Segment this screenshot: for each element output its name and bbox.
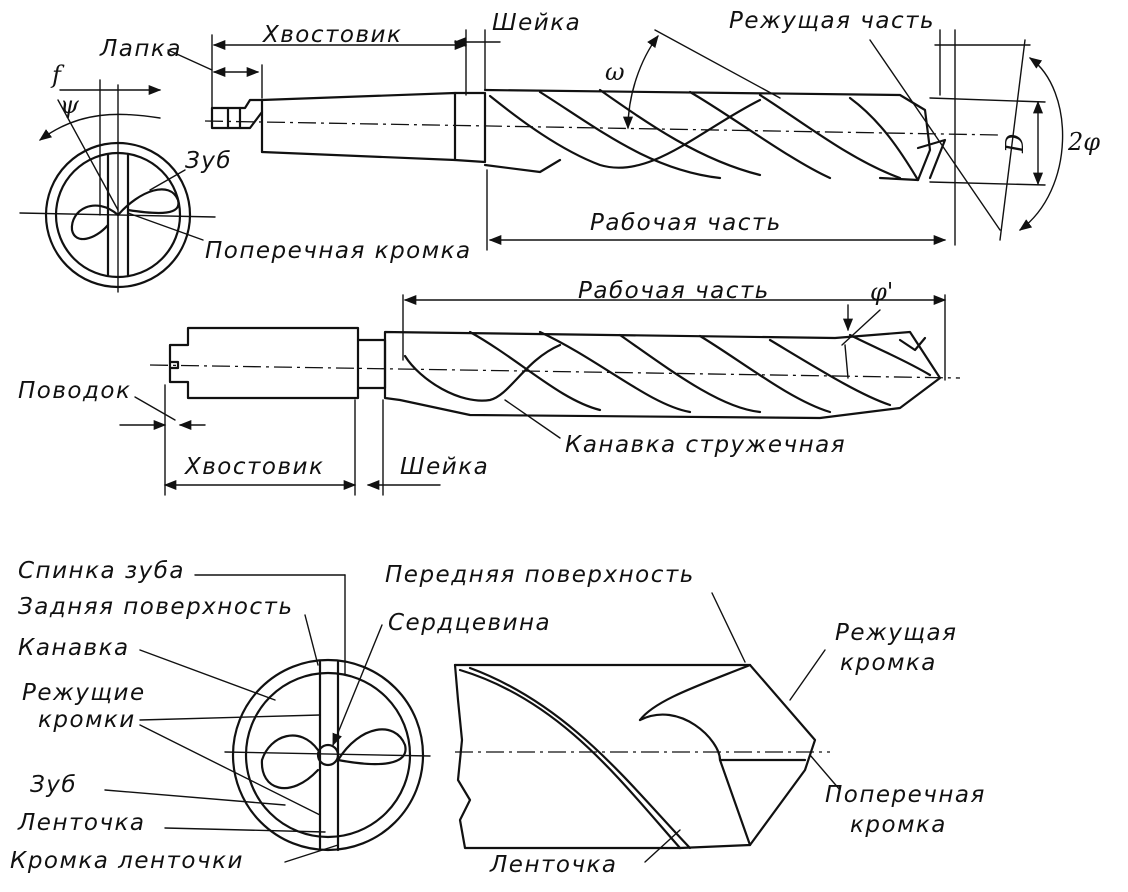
label-zub-top: Зуб [185,148,232,174]
label-poperechnaya-kromka-b2: кромка [850,812,947,838]
label-rabochaya-chast-top: Рабочая часть [590,210,782,236]
label-kanavka-struzhechnaya: Канавка стружечная [565,432,846,458]
label-spinka-zuba: Спинка зуба [18,558,185,584]
labels: Лапка Хвостовик Шейка Режущая часть ω f … [10,8,1100,878]
label-khvostovik-top: Хвостовик [262,22,402,48]
label-poperechnaya-kromka-b1: Поперечная [825,782,986,808]
straight-shank-drill [119,294,961,496]
label-sheika-mid: Шейка [400,454,489,480]
bottom-cross-section [104,574,431,863]
label-rezhushchie-1: Режущие [22,680,146,706]
label-lentochka-bottom: Ленточка [489,852,618,878]
label-serdtsevina: Сердцевина [388,610,551,636]
label-khvostovik-mid: Хвостовик [184,454,324,480]
label-omega: ω [605,58,625,86]
label-povodok: Поводок [18,378,131,404]
label-zub-bottom: Зуб [30,772,77,798]
label-d: D [1001,134,1029,154]
label-lentochka-left: Ленточка [17,810,146,836]
label-kromka-lentochki: Кромка ленточки [10,848,244,874]
label-sheika-top: Шейка [492,10,581,36]
drill-tip-detail [453,592,841,863]
label-kanavka: Канавка [18,635,130,661]
label-f: f [50,61,65,89]
label-poperechnaya-kromka-top: Поперечная кромка [205,238,472,264]
label-2phi: 2φ [1067,128,1100,156]
top-cross-section [19,84,216,293]
label-rezhushchie-2: кромки [38,707,136,733]
label-rezhushchaya-kromka-2: кромка [840,650,937,676]
taper-shank-drill [19,29,1064,293]
label-lapka: Лапка [99,36,182,62]
label-rezhushchaya-kromka-1: Режущая [835,620,957,646]
label-zadnyaya-poverkhnost: Задняя поверхность [18,594,294,620]
label-rezhushchaya-chast: Режущая часть [729,8,935,34]
label-psi: ψ [60,91,80,119]
label-rabochaya-chast-mid: Рабочая часть [578,278,770,304]
label-phi-prime: φ' [870,278,893,306]
label-peredniaya-poverkhnost: Передняя поверхность [385,562,695,588]
